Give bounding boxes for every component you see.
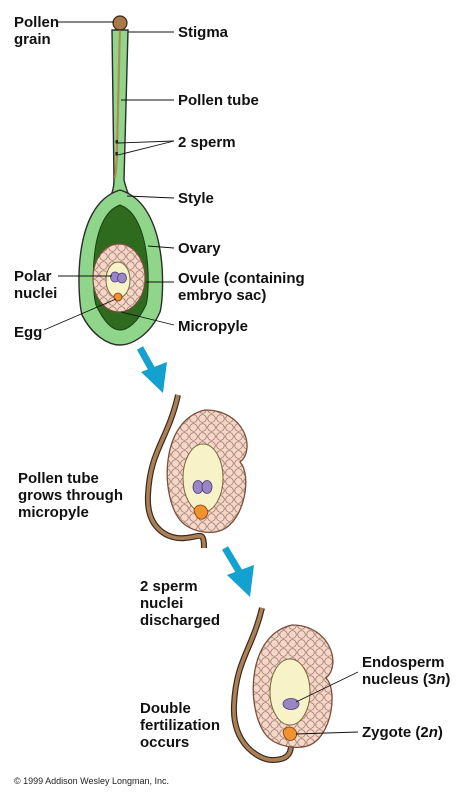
pollen-grain [112, 15, 128, 31]
copyright-text: © 1999 Addison Wesley Longman, Inc. [14, 776, 170, 786]
embryo-sac [269, 658, 311, 726]
pistil [78, 15, 164, 346]
label-micropyle: Micropyle [178, 318, 249, 335]
label-pollen-tube-grows: Pollen tube grows through micropyle [18, 470, 123, 521]
label-zygote: Zygote (2n) [362, 724, 443, 741]
label-sperm-discharged: 2 sperm nuclei discharged [140, 578, 221, 629]
embryo-sac [182, 443, 224, 513]
label-stigma: Stigma [178, 24, 229, 41]
endosperm-nucleus [282, 698, 300, 710]
arrow-1 [136, 346, 167, 393]
label-endosperm: Endosperm nucleus (3n) [362, 654, 451, 688]
label-style: Style [178, 190, 214, 207]
leader-lines-bottom [295, 671, 359, 735]
leader-lines-top [43, 21, 175, 331]
pollen-tube [113, 24, 122, 179]
sperm-1 [115, 140, 118, 144]
polar-nuclei-bottom [117, 272, 127, 284]
ovule-stage-2 [144, 394, 248, 549]
arrow-2 [221, 546, 254, 597]
sperm-2 [115, 152, 118, 156]
label-two-sperm: 2 sperm [178, 134, 236, 151]
label-egg: Egg [14, 324, 43, 341]
label-double-fertilization: Double fertilization occurs [140, 700, 221, 751]
label-pollen-tube: Pollen tube [178, 92, 259, 109]
label-ovary: Ovary [178, 240, 221, 257]
ovule-stage-3 [230, 607, 334, 764]
